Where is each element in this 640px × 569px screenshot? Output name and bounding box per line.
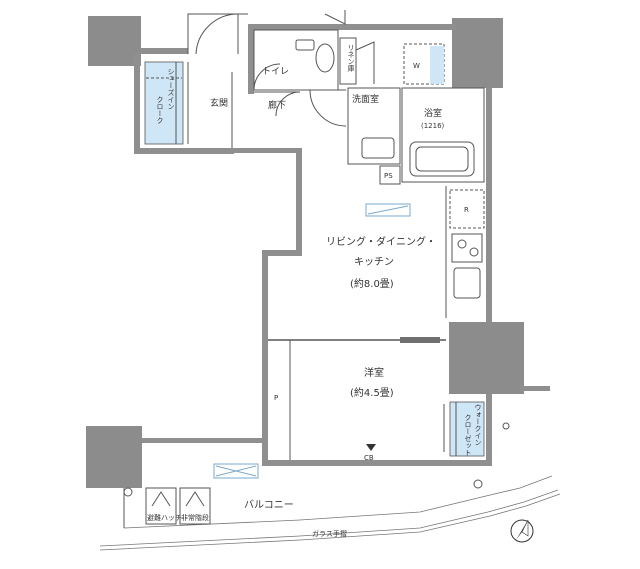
fridge-space: [449, 189, 485, 229]
wall-right-upper: [486, 88, 492, 322]
column-bottom-left: [86, 426, 142, 488]
burner-2: [469, 247, 479, 257]
walkin-label-2: クローゼット: [464, 414, 472, 456]
kitchen-sink: [453, 267, 481, 299]
column-top-left: [88, 16, 141, 66]
partition-sliding-marker: [400, 337, 440, 343]
shoes-closet-fill: [144, 61, 184, 145]
balcony-window-diag-2: [215, 465, 257, 477]
hatch-left-label: 避難ハッチ: [147, 513, 182, 522]
ldk-label-1: リビング・ダイニング・: [326, 235, 436, 248]
drain-right: [473, 479, 483, 489]
ps-box: [379, 165, 401, 185]
p-mark: P: [274, 394, 278, 402]
ldk-label-2: キッチン: [354, 256, 394, 268]
bath-size: (1216): [421, 122, 445, 130]
wall-right-lower: [486, 394, 492, 466]
toilet-bowl: [315, 43, 335, 73]
ps-mark: PS: [384, 172, 393, 180]
linen-label: リネン庫: [347, 44, 355, 73]
hallway-door-ldk: [309, 89, 347, 127]
ldk-window-diag: [367, 205, 409, 215]
drain-left: [123, 487, 133, 497]
cb-mark: CB: [364, 454, 374, 462]
wall-top-a: [140, 48, 188, 54]
hatch-right-icon: [185, 491, 205, 507]
toilet-door-swing: [253, 63, 281, 91]
wall-step-top: [232, 148, 302, 153]
burner-1: [457, 239, 467, 249]
bathtub-inner: [415, 146, 469, 172]
column-mid-right: [449, 322, 524, 394]
wall-left-closet: [134, 54, 140, 150]
bath-label: 浴室: [424, 107, 442, 119]
hatch-right-box: [179, 487, 211, 525]
fridge-mark: R: [464, 206, 469, 214]
wall-left-long: [262, 250, 268, 466]
column-top-right: [452, 18, 503, 88]
shoes-closet-label-2: クローク: [156, 96, 164, 124]
linen-outline: [339, 37, 357, 85]
washer-fill: [430, 46, 444, 84]
washroom-label: 洗面室: [352, 93, 379, 105]
wall-top-b: [248, 24, 456, 30]
washroom-sink: [361, 137, 395, 159]
western-label: 洋室: [364, 366, 384, 379]
ldk-size: (約8.0畳): [350, 277, 394, 290]
wall-bottom: [262, 460, 492, 466]
toilet-tank: [295, 39, 315, 51]
hatch-left-icon: [151, 491, 171, 507]
linen-door: [355, 41, 375, 84]
balcony-outer-rail-2: [99, 493, 561, 551]
hallway-door-swing: [275, 91, 301, 117]
balcony-inner-rail: [123, 475, 553, 529]
north-arrow-icon: [510, 519, 534, 543]
cooktop: [451, 233, 483, 263]
toilet-label: トイレ: [262, 67, 289, 77]
wall-step-down: [296, 148, 302, 256]
entrance-door-swing: [195, 13, 239, 55]
wall-balcony-left: [142, 438, 266, 443]
toilet-outline: [253, 29, 339, 91]
bath-outline: [401, 87, 485, 183]
shoes-closet-label-1: シューズイン: [167, 68, 175, 110]
wall-top-c: [248, 24, 254, 94]
walkin-ac-marker: [502, 422, 510, 430]
wall-column-right-ext: [520, 386, 550, 391]
cb-arrow-icon: [366, 444, 376, 451]
wall-step-left: [262, 250, 302, 256]
washer-mark: W: [413, 62, 420, 70]
hatch-right-label: 非常階段: [181, 513, 209, 522]
hallway-label: 廊下: [268, 99, 286, 111]
balcony-label: バルコニー: [244, 499, 294, 511]
glass-rail-label: ガラス手摺: [312, 529, 347, 538]
hatch-left-box: [145, 487, 177, 525]
balcony-outer-rail: [99, 489, 559, 547]
entrance-label: 玄関: [210, 97, 228, 109]
walkin-label-1: ウォークイン: [474, 404, 482, 446]
western-size: (約4.5畳): [350, 386, 394, 399]
wall-closet-bottom: [134, 148, 234, 154]
